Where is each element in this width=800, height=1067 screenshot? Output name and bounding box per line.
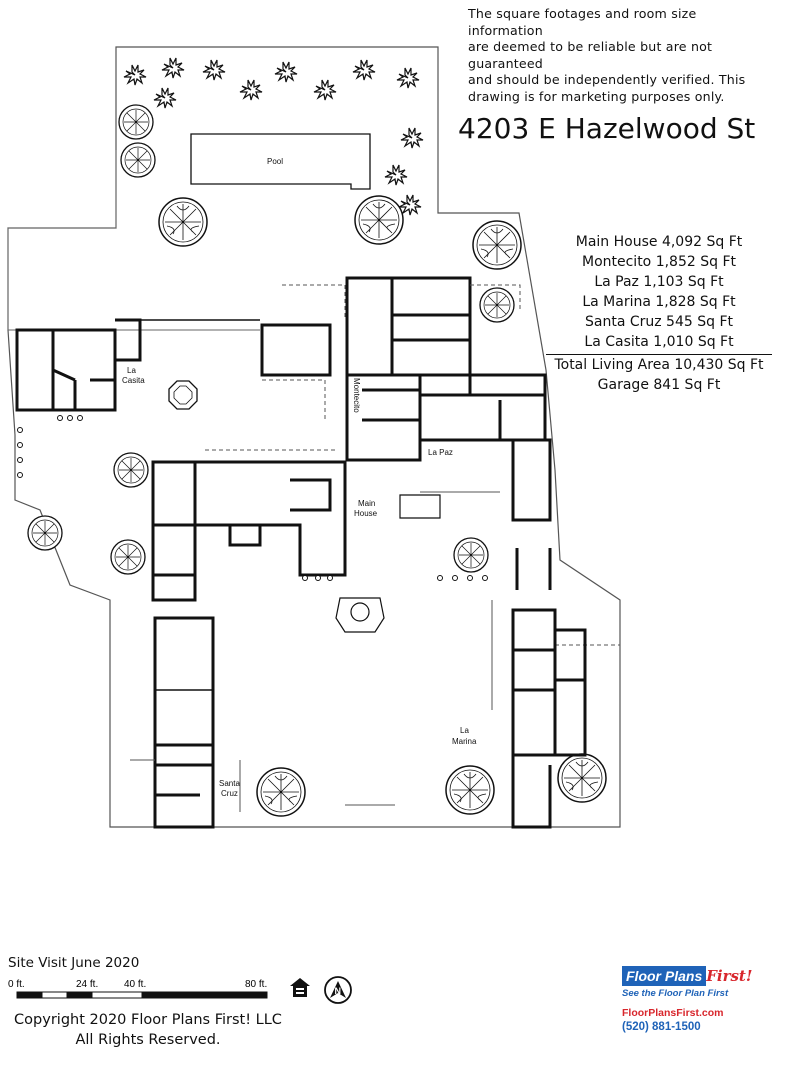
covered-patios — [205, 284, 620, 646]
logo-url[interactable]: FloorPlansFirst.com — [622, 1007, 724, 1019]
scale-tick-0: 0 ft. — [8, 979, 25, 990]
site-visit-note: Site Visit June 2020 — [8, 955, 140, 971]
disclaimer: The square footages and room size inform… — [468, 6, 774, 105]
building-la-casita: La Casita — [15, 318, 260, 412]
rights-line: All Rights Reserved. — [75, 1032, 221, 1048]
building-la-marina: La Marina — [452, 438, 587, 829]
area-garage: Garage 841 Sq Ft — [597, 377, 721, 393]
santa-cruz-label-2: Cruz — [221, 789, 238, 798]
building-santa-cruz: Santa Cruz — [151, 573, 240, 829]
pool-label: Pool — [267, 157, 283, 166]
scale-bar-segments — [16, 991, 268, 999]
building-montecito: Montecito — [260, 276, 472, 462]
santa-cruz-label-1: Santa — [219, 779, 240, 788]
north-letter: N — [335, 986, 342, 996]
area-la-casita: La Casita 1,010 Sq Ft — [584, 334, 734, 350]
area-montecito: Montecito 1,852 Sq Ft — [581, 254, 736, 270]
equal-housing-icon — [290, 978, 310, 997]
la-marina-label-1: La — [460, 726, 469, 735]
building-la-paz: La Paz — [420, 373, 547, 457]
area-summary: Main House 4,092 Sq Ft Montecito 1,852 S… — [546, 232, 772, 395]
montecito-label: Montecito — [352, 378, 361, 413]
main-house-label-1: Main — [358, 499, 375, 508]
logo-tagline: See the Floor Plan First — [622, 988, 729, 999]
disclaimer-line: The square footages and room size inform… — [468, 6, 697, 38]
courtyard-planters — [17, 415, 488, 581]
area-la-paz: La Paz 1,103 Sq Ft — [594, 274, 724, 290]
property-address: 4203 E Hazelwood St — [458, 112, 756, 145]
logo-brand: Floor Plans — [622, 966, 707, 986]
north-arrow-icon: N — [324, 976, 352, 1004]
scale-tick-40: 40 ft. — [124, 979, 146, 990]
logo-phone[interactable]: (520) 881-1500 — [622, 1021, 701, 1033]
area-santa-cruz: Santa Cruz 545 Sq Ft — [585, 314, 733, 330]
la-marina-label-2: Marina — [452, 737, 477, 746]
area-total: Total Living Area 10,430 Sq Ft — [546, 354, 772, 375]
area-main-house: Main House 4,092 Sq Ft — [575, 234, 743, 250]
la-paz-label: La Paz — [428, 448, 453, 457]
fountain — [335, 494, 441, 633]
gazebo — [168, 380, 198, 410]
copyright: Copyright 2020 Floor Plans First! LLC Al… — [0, 1010, 296, 1050]
disclaimer-line: drawing is for marketing purposes only. — [468, 88, 725, 104]
la-casita-label-1: La — [127, 366, 136, 375]
main-house-label-2: House — [354, 509, 378, 518]
pool: Pool — [190, 133, 371, 190]
scale-tick-24: 24 ft. — [76, 979, 98, 990]
logo-brand-accent: First! — [706, 967, 753, 985]
disclaimer-line: are deemed to be reliable but are not gu… — [468, 39, 713, 71]
scale-tick-80: 80 ft. — [245, 979, 267, 990]
area-la-marina: La Marina 1,828 Sq Ft — [582, 294, 736, 310]
disclaimer-line: and should be independently verified. Th… — [468, 72, 746, 87]
la-casita-label-2: Casita — [122, 376, 145, 385]
scale-bar: 0 ft. 24 ft. 40 ft. 80 ft. N — [8, 976, 352, 1004]
copyright-line: Copyright 2020 Floor Plans First! LLC — [14, 1012, 282, 1028]
building-main-house: Main House — [151, 460, 378, 577]
